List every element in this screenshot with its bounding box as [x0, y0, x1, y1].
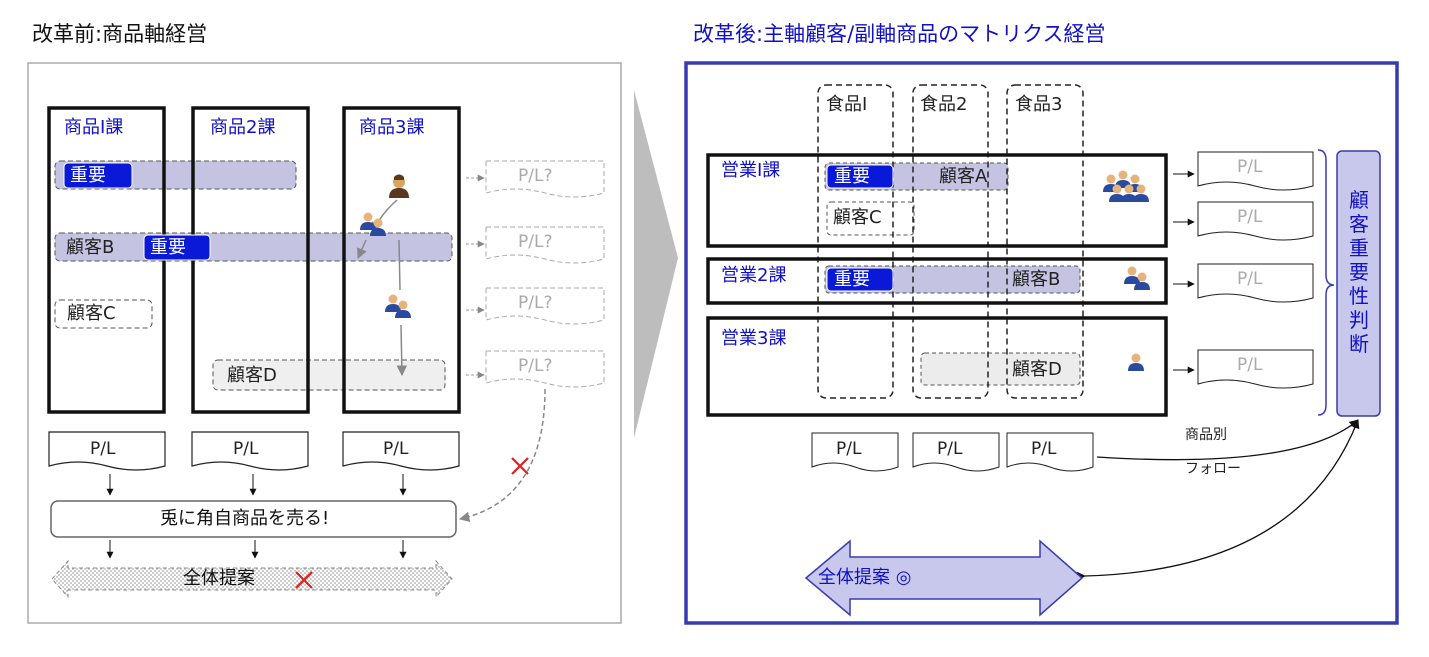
- transition-chevron: [634, 90, 678, 438]
- judge-label: 顧客重要性判断: [1349, 188, 1369, 356]
- right-pl-doc-4: [1197, 349, 1314, 389]
- left-pl-doc-2: [191, 431, 309, 471]
- important-label-left-1: 重要: [70, 165, 106, 186]
- pl-q-label-1: P/L?: [518, 166, 553, 186]
- customer-b-label-right: 顧客B: [1012, 269, 1061, 290]
- flow-line-down: [398, 239, 401, 291]
- customer-b-label-left: 顧客B: [66, 237, 115, 258]
- left-proposal-arrow: [51, 559, 453, 599]
- left-pl-doc-3: [342, 431, 460, 471]
- left-proposal-label: 全体提案: [183, 568, 255, 589]
- right-pl-doc-3: [1197, 263, 1314, 303]
- action-label: 兎に角自商品を売る!: [160, 508, 330, 529]
- food-column-3: [1006, 84, 1084, 399]
- food-label-1: 食品Ⅰ: [826, 94, 868, 115]
- dept-label-2: 商品2課: [210, 117, 276, 138]
- dept-label-1: 商品Ⅰ課: [64, 117, 124, 138]
- left-action-box: [50, 500, 457, 538]
- right-pl-label-1: P/L: [1237, 157, 1263, 177]
- left-pl-label-3: P/L: [383, 439, 409, 459]
- return-arrow: [458, 388, 546, 523]
- double-arrow-icon: [804, 539, 1084, 617]
- right-proposal-label: 全体提案 ◎: [818, 567, 912, 588]
- cross-icon: [511, 457, 529, 475]
- sales-label-1: 営業Ⅰ課: [721, 160, 781, 181]
- left-important-tag-1: [63, 162, 133, 189]
- right-title: 改革後:主軸顧客/副軸商品のマトリクス経営: [693, 22, 1106, 46]
- customer-a-label: 顧客A: [939, 166, 988, 187]
- customer-d-label-right: 顧客D: [1012, 359, 1062, 380]
- pl-q-label-3: P/L?: [518, 293, 553, 313]
- sales-label-2: 営業2課: [721, 265, 787, 286]
- flow-arrow-2: [357, 239, 367, 259]
- follow-label-2: フォロー: [1185, 461, 1241, 477]
- food-pl-label-3: P/L: [1031, 439, 1057, 459]
- brace: [1317, 149, 1335, 416]
- pl-q-doc-3: [485, 287, 605, 325]
- cross-icon: [295, 571, 313, 589]
- follow-label-1: 商品別: [1185, 427, 1227, 443]
- food-pl-label-2: P/L: [937, 439, 963, 459]
- right-pl-label-3: P/L: [1237, 269, 1263, 289]
- left-pl-doc-1: [48, 431, 166, 471]
- food-pl-doc-1: [811, 432, 899, 472]
- food-column-1: [817, 84, 894, 399]
- right-important-tag-1: [826, 164, 894, 189]
- left-dept-column-3: [342, 106, 461, 414]
- right-pl-label-2: P/L: [1237, 207, 1263, 227]
- sales-row-1: [706, 153, 1168, 248]
- sales-row-3: [706, 316, 1168, 417]
- food-label-3: 食品3: [1015, 94, 1063, 115]
- food-pl-doc-2: [912, 432, 1000, 472]
- pl-q-label-4: P/L?: [518, 356, 553, 376]
- food-pl-label-1: P/L: [836, 439, 862, 459]
- right-pl-label-4: P/L: [1237, 355, 1263, 375]
- left-title: 改革前:商品軸経営: [32, 22, 208, 46]
- customer-c-label-right: 顧客C: [833, 207, 882, 228]
- customer-c-label-left: 顧客C: [67, 303, 116, 324]
- right-important-tag-2: [826, 267, 894, 292]
- right-band-customer-d: [920, 352, 1081, 386]
- left-band-customer-d: [212, 359, 446, 391]
- judge-box: [1336, 150, 1381, 417]
- right-pl-doc-1: [1197, 151, 1314, 191]
- sales-row-2: [706, 257, 1168, 305]
- customer-d-label-left: 顧客D: [227, 365, 277, 386]
- proposal-link-arrow: [1076, 419, 1360, 581]
- right-pl-doc-2: [1197, 201, 1314, 241]
- important-label-right-2: 重要: [834, 269, 870, 290]
- dept-label-3: 商品3課: [359, 117, 425, 138]
- food-label-2: 食品2: [920, 94, 968, 115]
- flow-arrow-3: [396, 324, 408, 377]
- right-panel: [684, 61, 1399, 625]
- important-label-left-2: 重要: [150, 237, 186, 258]
- pl-q-doc-2: [485, 226, 605, 264]
- left-panel: [27, 62, 622, 624]
- pl-q-doc-4: [485, 350, 605, 388]
- important-label-right-1: 重要: [834, 166, 870, 187]
- sales-label-3: 営業3課: [721, 328, 787, 349]
- left-box-customer-c: [54, 299, 153, 329]
- pl-q-label-2: P/L?: [518, 232, 553, 252]
- left-band-customer-b: [54, 232, 453, 262]
- pl-q-doc-1: [485, 160, 605, 198]
- left-important-tag-2: [143, 234, 211, 261]
- food-column-2: [912, 84, 989, 399]
- left-pl-label-2: P/L: [233, 439, 259, 459]
- left-pl-label-1: P/L: [90, 439, 116, 459]
